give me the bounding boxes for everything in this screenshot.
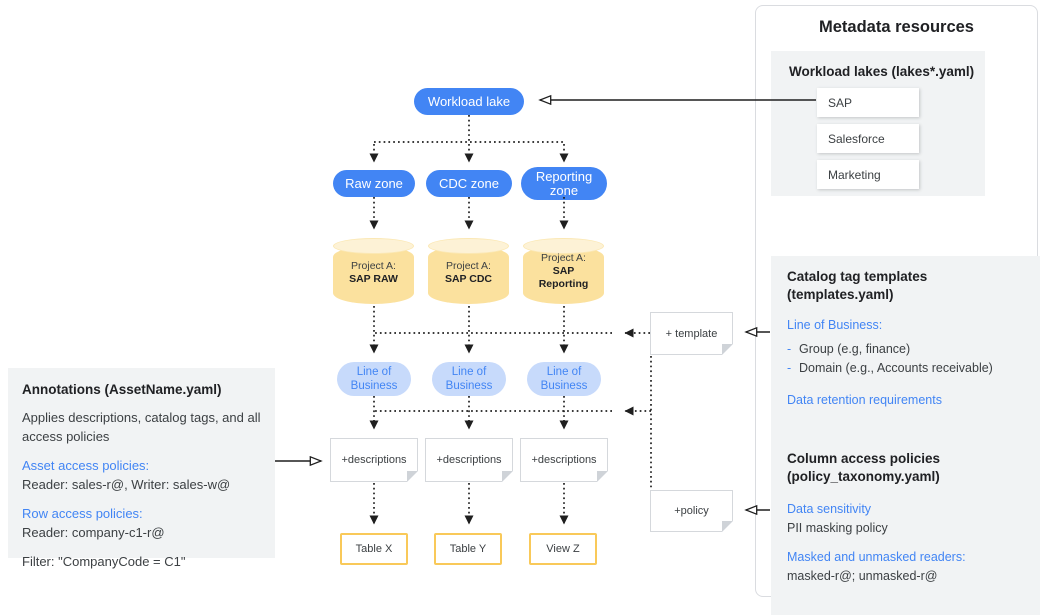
lob-pill-1: Line of Business bbox=[337, 362, 411, 396]
policy-note: +policy bbox=[650, 490, 733, 532]
lob-pill-2: Line of Business bbox=[432, 362, 506, 396]
catalog-templates-section: Catalog tag templates (templates.yaml) L… bbox=[771, 256, 1040, 445]
column-policies-header-1: Column access policies bbox=[787, 451, 941, 466]
zone-pill-reporting: Reporting zone bbox=[521, 167, 607, 200]
template-note: + template bbox=[650, 312, 733, 355]
zone-pill-cdc: CDC zone bbox=[426, 170, 512, 197]
project-prefix: Project A: bbox=[351, 260, 396, 272]
workload-lake-pill: Workload lake bbox=[414, 88, 524, 115]
filter-value: Filter: "CompanyCode = C1" bbox=[22, 554, 186, 569]
masked-readers-value: masked-r@; unmasked-r@ bbox=[787, 569, 938, 583]
bullet-dash: - bbox=[787, 342, 792, 356]
asset-access-label: Asset access policies: bbox=[22, 458, 150, 473]
lake-card-salesforce: Salesforce bbox=[817, 124, 919, 153]
table-node-y: Table Y bbox=[434, 533, 502, 565]
zone-pill-raw: Raw zone bbox=[333, 170, 415, 197]
lake-card-sap: SAP bbox=[817, 88, 919, 117]
column-policies-header-2: (policy_taxonomy.yaml) bbox=[787, 469, 940, 484]
retention-link: Data retention requirements bbox=[787, 393, 942, 407]
template-bullet-group: - Group (e.g, finance) bbox=[787, 340, 1039, 359]
cylinder-top bbox=[523, 238, 604, 254]
lob-link: Line of Business: bbox=[787, 318, 883, 332]
view-node-z: View Z bbox=[529, 533, 597, 565]
data-sensitivity-link: Data sensitivity bbox=[787, 502, 872, 516]
row-access-label: Row access policies: bbox=[22, 506, 143, 521]
descriptions-note-2: +descriptions bbox=[425, 438, 513, 482]
annotations-description: Applies descriptions, catalog tags, and … bbox=[22, 410, 261, 444]
asset-access-value: Reader: sales-r@, Writer: sales-w@ bbox=[22, 477, 231, 492]
workload-lakes-section: Workload lakes (lakes*.yaml) SAP Salesfo… bbox=[771, 51, 985, 196]
cylinder-body bbox=[333, 246, 414, 304]
annotations-panel: Annotations (AssetName.yaml) Applies des… bbox=[8, 368, 275, 569]
row-access-value: Reader: company-c1-r@ bbox=[22, 525, 165, 540]
project-name: SAP RAW bbox=[349, 273, 398, 285]
annotations-title: Annotations (AssetName.yaml) bbox=[22, 382, 222, 397]
project-name: SAP CDC bbox=[444, 273, 493, 285]
descriptions-note-1: +descriptions bbox=[330, 438, 418, 482]
project-prefix: Project A: bbox=[446, 260, 491, 272]
descriptions-note-3: +descriptions bbox=[520, 438, 608, 482]
cylinder-top bbox=[333, 238, 414, 254]
diagram-page: { "colors": { "zone_blue": "#4285F4", "l… bbox=[8, 5, 1040, 615]
metadata-title: Metadata resources bbox=[819, 18, 974, 36]
lob-pill-3: Line of Business bbox=[527, 362, 601, 396]
project-cylinder-raw: Project A: SAP RAW bbox=[333, 238, 414, 304]
lake-card-marketing: Marketing bbox=[817, 160, 919, 189]
template-bullet-domain: - Domain (e.g., Accounts receivable) bbox=[787, 359, 1039, 378]
catalog-templates-header-1: Catalog tag templates bbox=[787, 269, 928, 284]
bullet-text: Domain (e.g., Accounts receivable) bbox=[799, 361, 993, 375]
column-policies-section: Column access policies (policy_taxonomy.… bbox=[771, 438, 1040, 615]
catalog-templates-header-2: (templates.yaml) bbox=[787, 287, 894, 302]
bullet-text: Group (e.g, finance) bbox=[799, 342, 911, 356]
metadata-panel: Metadata resources Workload lakes (lakes… bbox=[755, 5, 1040, 615]
cylinder-body bbox=[428, 246, 509, 304]
cylinder-top bbox=[428, 238, 509, 254]
project-cylinder-cdc: Project A: SAP CDC bbox=[428, 238, 509, 304]
cylinder-body bbox=[523, 246, 604, 304]
bullet-dash: - bbox=[787, 361, 792, 375]
masked-readers-link: Masked and unmasked readers: bbox=[787, 550, 966, 564]
project-cylinder-reporting: Project A: SAP Reporting Project A: SAP … bbox=[523, 238, 604, 304]
workload-lakes-header: Workload lakes (lakes*.yaml) bbox=[789, 64, 975, 79]
data-sensitivity-value: PII masking policy bbox=[787, 521, 888, 535]
table-node-x: Table X bbox=[340, 533, 408, 565]
